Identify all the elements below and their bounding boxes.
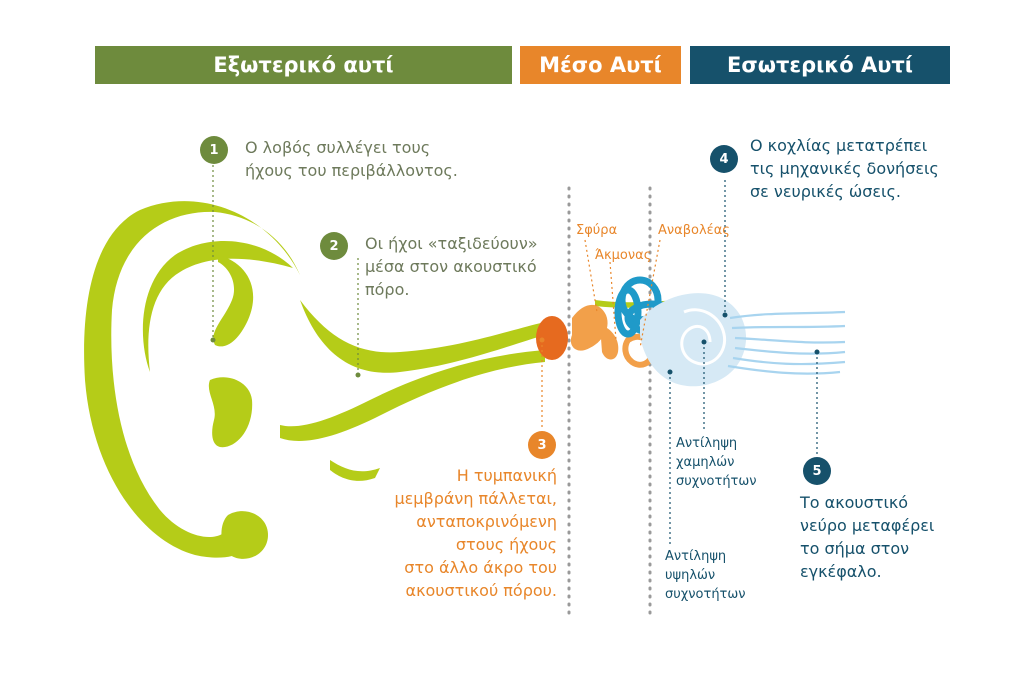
dot-5 <box>814 349 820 355</box>
leader-anvil <box>609 261 617 341</box>
dot-4 <box>722 312 728 318</box>
auricle <box>84 201 690 559</box>
header-inner-ear: Εσωτερικό Αυτί <box>690 46 950 84</box>
step-1-text: Ο λοβός συλλέγει τους ήχους του περιβάλλ… <box>245 138 458 180</box>
step-3-badge: 3 <box>528 431 556 459</box>
label-low-frequency: Αντίληψη χαμηλών συχνοτήτων <box>676 436 757 489</box>
step-4-text: Ο κοχλίας μετατρέπει τις μηχανικές δονήσ… <box>750 136 939 201</box>
auditory-nerve <box>727 310 846 375</box>
header-outer-ear: Εξωτερικό αυτί <box>95 46 512 84</box>
step-5-badge: 5 <box>803 457 831 485</box>
label-anvil: Άκμονας <box>595 248 652 263</box>
header-middle-ear: Μέσο Αυτί <box>520 46 681 84</box>
leader-hammer <box>584 239 598 313</box>
label-high-frequency: Αντίληψη υψηλών συχνοτήτων <box>665 549 746 602</box>
step-5-text: Το ακουστικό νεύρο μεταφέρει το σήμα στο… <box>800 493 935 581</box>
dot-high <box>667 369 673 375</box>
step-2-text: Οι ήχοι «ταξιδεύουν» μέσα στον ακουστικό… <box>365 234 538 299</box>
step-3-text: Η τυμπανική μεμβράνη πάλλεται, ανταποκρι… <box>394 466 557 600</box>
leader-stirrup <box>639 239 661 349</box>
label-hammer: Σφύρα <box>576 223 618 238</box>
dot-3 <box>539 337 545 343</box>
dot-2 <box>355 372 361 378</box>
ossicles <box>570 304 656 368</box>
eardrum <box>536 316 568 360</box>
label-stirrup: Αναβολέας <box>658 223 730 238</box>
step-1-badge: 1 <box>200 136 228 164</box>
step-2-badge: 2 <box>320 232 348 260</box>
dot-1 <box>210 337 216 343</box>
dot-low <box>701 339 707 345</box>
cochlea <box>640 293 747 387</box>
step-4-badge: 4 <box>710 145 738 173</box>
